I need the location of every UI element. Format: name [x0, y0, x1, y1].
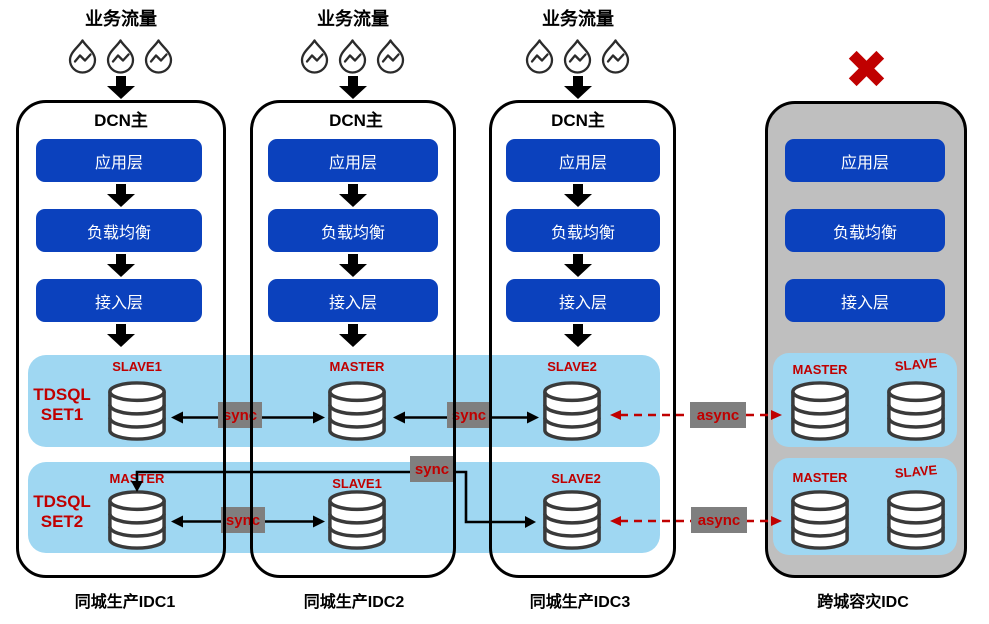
tdsql-set2-label: TDSQL SET2	[20, 492, 104, 531]
traffic-flow-arrow-icon	[564, 76, 592, 99]
idc2-access-layer-box: 接入层	[268, 279, 438, 322]
async-link-label-set2: async	[691, 507, 747, 533]
idc2-set1-db-label: MASTER	[329, 359, 385, 374]
database-icon-idc3-set1	[540, 381, 604, 441]
idc3-access-layer-box: 接入层	[506, 279, 660, 322]
idc3-lb-layer-box: 负载均衡	[506, 209, 660, 252]
flow-arrow-icon	[107, 324, 135, 347]
idc4-set1-master-label: MASTER	[792, 362, 848, 377]
idc1-access-layer-box: 接入层	[36, 279, 202, 322]
idc3-set2-db-label: SLAVE2	[551, 471, 601, 486]
database-icon-idc4-set1-master	[788, 381, 852, 441]
idc3-caption: 同城生产IDC3	[529, 594, 631, 611]
flow-arrow-icon	[339, 324, 367, 347]
sync-link-label-set2-a: sync	[221, 507, 265, 533]
set1-line1: TDSQL	[33, 385, 91, 404]
dcn-title-idc1: DCN主	[94, 111, 148, 130]
set1-line2: SET1	[40, 404, 84, 424]
idc2-lb-layer-box: 负载均衡	[268, 209, 438, 252]
traffic-drops-idc1	[64, 38, 177, 76]
flow-arrow-icon	[107, 254, 135, 277]
idc4-lb-layer-box: 负载均衡	[785, 209, 945, 252]
database-icon-idc1-set2	[105, 490, 169, 550]
database-icon-idc2-set1	[325, 381, 389, 441]
flow-arrow-icon	[339, 184, 367, 207]
set2-line2: SET2	[40, 511, 84, 531]
water-drop-icon	[521, 38, 558, 76]
idc4-set2-master-label: MASTER	[792, 470, 848, 485]
async-link-label-set1: async	[690, 402, 746, 428]
water-drop-icon	[140, 38, 177, 76]
idc1-set2-db-label: MASTER	[109, 471, 165, 486]
tdsql-set1-label: TDSQL SET1	[20, 385, 104, 424]
idc2-caption: 同城生产IDC2	[303, 594, 405, 611]
traffic-drops-idc3	[521, 38, 634, 76]
water-drop-icon	[334, 38, 371, 76]
flow-arrow-icon	[107, 184, 135, 207]
database-icon-idc3-set2	[540, 490, 604, 550]
traffic-flow-arrow-icon	[339, 76, 367, 99]
idc1-set1-db-label: SLAVE1	[112, 359, 162, 374]
database-icon-idc4-set2-master	[788, 490, 852, 550]
idc2-app-layer-box: 应用层	[268, 139, 438, 182]
sync-link-label-set1-a: sync	[218, 402, 262, 428]
flow-arrow-icon	[564, 254, 592, 277]
sync-link-label-set1-b: sync	[447, 402, 491, 428]
idc1-lb-layer-box: 负载均衡	[36, 209, 202, 252]
traffic-drops-idc2	[296, 38, 409, 76]
idc4-caption: 跨城容灾IDC	[817, 594, 909, 611]
idc4-access-layer-box: 接入层	[785, 279, 945, 322]
idc3-app-layer-box: 应用层	[506, 139, 660, 182]
idc1-app-layer-box: 应用层	[36, 139, 202, 182]
water-drop-icon	[102, 38, 139, 76]
idc4-app-layer-box: 应用层	[785, 139, 945, 182]
water-drop-icon	[559, 38, 596, 76]
database-icon-idc4-set2-slave	[884, 490, 948, 550]
database-icon-idc1-set1	[105, 381, 169, 441]
dcn-title-idc3: DCN主	[551, 111, 605, 130]
database-icon-idc2-set2	[325, 490, 389, 550]
flow-arrow-icon	[564, 324, 592, 347]
water-drop-icon	[296, 38, 333, 76]
database-icon-idc4-set1-slave	[884, 381, 948, 441]
sync-link-label-set2-b: sync	[410, 456, 454, 482]
failover-cross-icon	[848, 50, 885, 87]
water-drop-icon	[372, 38, 409, 76]
traffic-flow-arrow-icon	[107, 76, 135, 99]
dcn-title-idc2: DCN主	[329, 111, 383, 130]
idc3-set1-db-label: SLAVE2	[547, 359, 597, 374]
idc2-set2-db-label: SLAVE1	[332, 476, 382, 491]
traffic-title-idc1: 业务流量	[85, 9, 157, 29]
flow-arrow-icon	[339, 254, 367, 277]
flow-arrow-icon	[564, 184, 592, 207]
water-drop-icon	[64, 38, 101, 76]
water-drop-icon	[597, 38, 634, 76]
set2-line1: TDSQL	[33, 492, 91, 511]
traffic-title-idc3: 业务流量	[542, 9, 614, 29]
idc1-caption: 同城生产IDC1	[74, 594, 176, 611]
traffic-title-idc2: 业务流量	[317, 9, 389, 29]
